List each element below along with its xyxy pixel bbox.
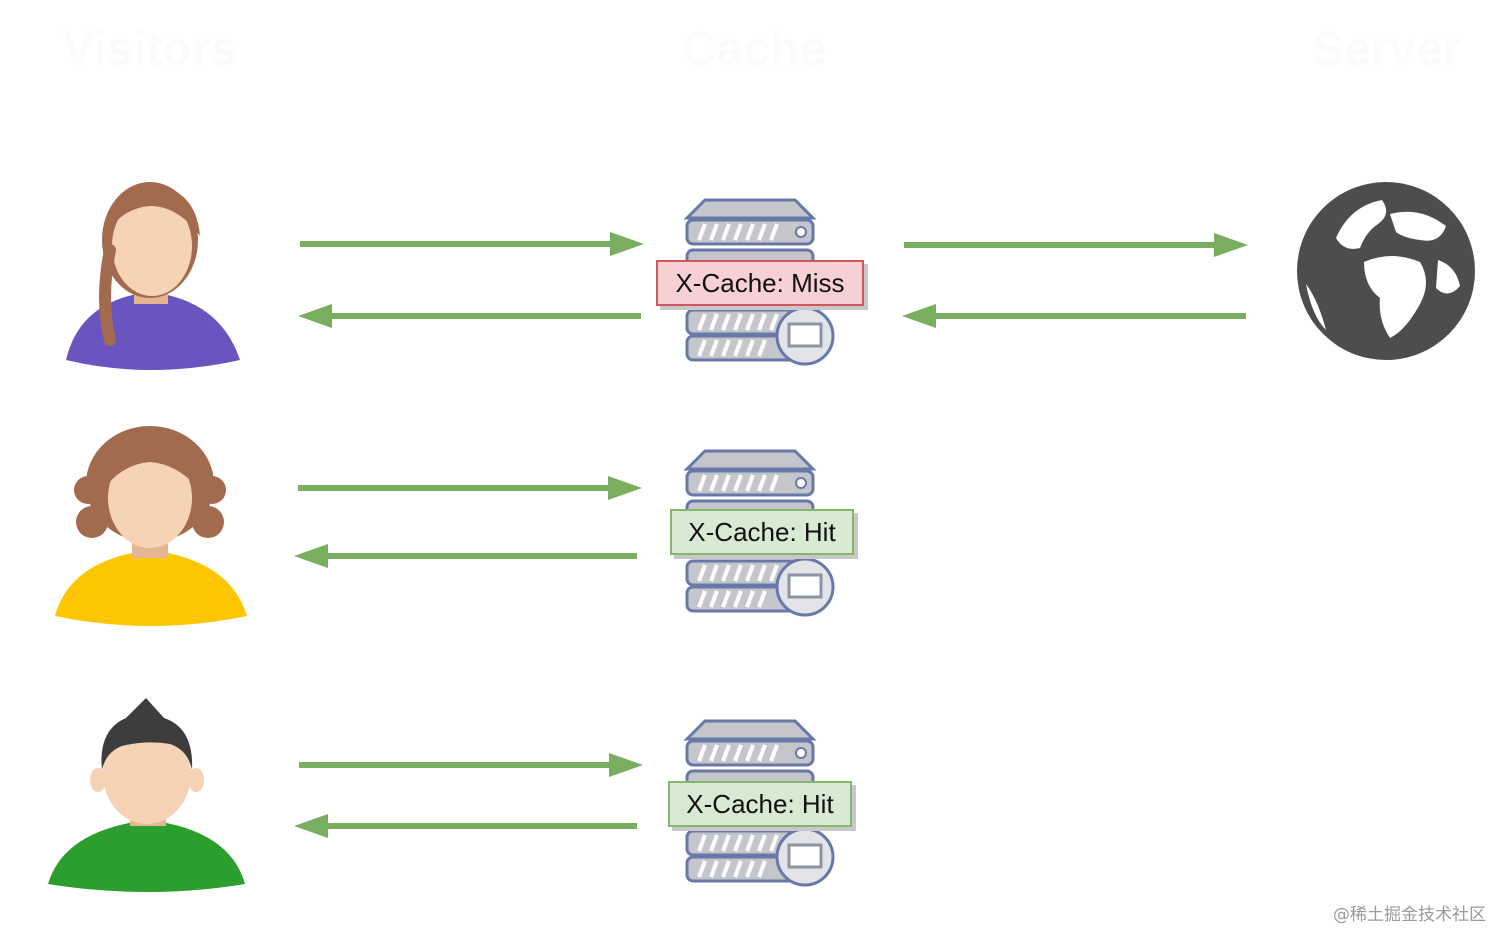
cache-status-hit-badge: X-Cache: Hit	[670, 509, 854, 555]
visitor-man-icon	[48, 698, 245, 892]
arrow-origin-request	[904, 233, 1248, 257]
globe-icon	[1297, 182, 1475, 360]
visitor-woman-curly-icon	[55, 426, 247, 626]
arrow-origin-response	[902, 304, 1246, 328]
visitors-heading: Visitors	[62, 23, 238, 76]
server-heading: Server	[1312, 23, 1462, 76]
arrow-response-row1	[298, 304, 641, 328]
arrow-request-row1	[300, 232, 644, 256]
arrow-request-row3	[299, 753, 643, 777]
cache-status-miss-badge: X-Cache: Miss	[656, 260, 864, 306]
visitor-woman-braid-icon	[66, 182, 240, 370]
arrow-response-row2	[294, 544, 637, 568]
cache-heading: Cache	[682, 23, 827, 76]
watermark: @稀土掘金技术社区	[1333, 905, 1486, 925]
arrow-request-row2	[298, 476, 642, 500]
arrow-response-row3	[294, 814, 637, 838]
cache-status-hit-badge: X-Cache: Hit	[668, 781, 852, 827]
